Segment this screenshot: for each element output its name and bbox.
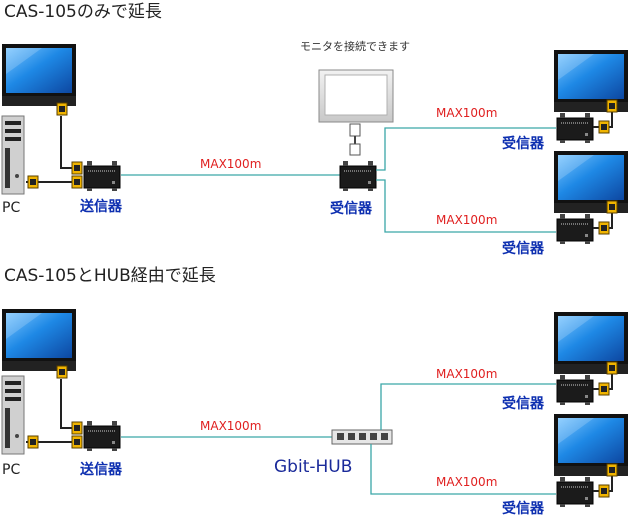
cable-tx-hub-label: MAX100m	[200, 419, 261, 433]
receiver-bottom-label: 受信器	[502, 240, 545, 257]
pc-cables	[26, 102, 83, 189]
rx2-bottom-cable-icon	[593, 463, 618, 498]
pc2-label: PC	[2, 462, 20, 478]
receiver2-bottom-label: 受信器	[502, 500, 545, 516]
cable-tx-rx-label: MAX100m	[200, 157, 261, 171]
cable-rx-bottom-label: MAX100m	[436, 213, 497, 227]
receiver-mid-label: 受信器	[330, 200, 373, 217]
cable-hub-bottom-label: MAX100m	[436, 475, 497, 489]
pc-monitor-icon	[2, 44, 76, 106]
cable-hub-top	[380, 383, 556, 430]
cable-rx-top	[376, 127, 556, 171]
cable-rx-bottom	[376, 179, 556, 233]
receiver-top-label: 受信器	[502, 135, 545, 152]
local-monitor-icon	[318, 69, 394, 156]
receiver2-top-icon	[556, 374, 594, 406]
pc2-monitor-icon	[2, 309, 76, 371]
receiver-top-icon	[556, 112, 594, 144]
cable-hub-top-label: MAX100m	[436, 367, 497, 381]
cable-rx-top-label: MAX100m	[436, 106, 497, 120]
hub-label: Gbit-HUB	[274, 457, 352, 477]
rx2-top-cable-icon	[593, 361, 618, 396]
transmitter2-icon	[83, 420, 121, 452]
cable-hub-bottom	[370, 444, 556, 495]
receiver2-top-label: 受信器	[502, 395, 545, 412]
hub-icon	[331, 429, 393, 445]
pc-label: PC	[2, 200, 20, 216]
transmitter-label: 送信器	[79, 198, 123, 215]
pc2-cables	[26, 365, 83, 449]
section1-title: CAS-105のみで延長	[4, 2, 162, 22]
section2-title: CAS-105とHUB経由で延長	[4, 266, 216, 286]
receiver-bottom-icon	[556, 213, 594, 245]
transmitter2-label: 送信器	[79, 461, 123, 478]
receiver-mid-icon	[339, 160, 377, 192]
transmitter-icon	[83, 160, 121, 192]
pc2-tower-icon	[1, 375, 25, 455]
rx-bottom-cable-icon	[593, 200, 618, 235]
receiver2-bottom-icon	[556, 476, 594, 508]
pc-tower-icon	[1, 115, 25, 195]
monitor-note: モニタを接続できます	[300, 39, 410, 53]
rx-top-cable-icon	[593, 99, 618, 134]
